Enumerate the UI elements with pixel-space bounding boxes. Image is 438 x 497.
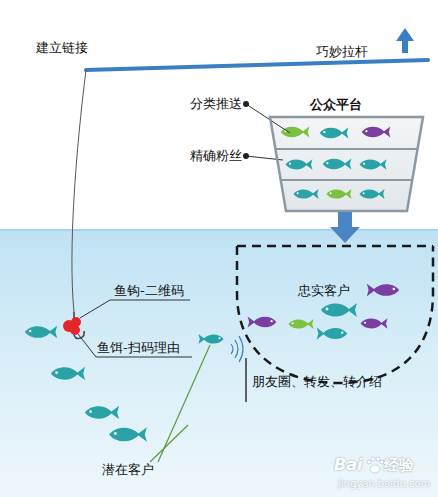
potential-customer-lines — [150, 345, 210, 462]
leader-line — [246, 104, 290, 133]
watermark-paw — [367, 457, 384, 473]
node-text: 忠实客户 — [298, 283, 378, 299]
water-surface — [0, 229, 438, 231]
leader-lines — [78, 104, 290, 402]
flow-arrow — [338, 212, 352, 227]
fish — [359, 189, 384, 199]
fish — [288, 319, 313, 329]
wave-arc — [231, 344, 233, 354]
callout-label: 精确粉丝 — [190, 148, 250, 164]
bracket-line — [245, 358, 247, 402]
bucket-outline — [237, 246, 433, 383]
sharing-label: 朋友圈、转发、转介绍 — [252, 374, 402, 390]
watermark: 经验 — [384, 456, 424, 474]
fish — [367, 284, 399, 297]
sound-waves — [231, 336, 243, 362]
fish — [293, 189, 318, 199]
fish — [281, 126, 310, 137]
basket-fill — [270, 117, 423, 211]
bait-blob — [70, 325, 80, 335]
leader-line — [150, 425, 188, 462]
fish — [361, 318, 388, 329]
basket-divider — [275, 148, 417, 150]
paw-toe — [380, 460, 384, 464]
fish — [326, 189, 351, 199]
paw-pad — [370, 465, 380, 473]
pull-label: 巧妙拉杆 — [316, 44, 386, 60]
leader-dot — [243, 153, 249, 159]
wave-arc — [235, 340, 238, 358]
leader-dot — [243, 101, 249, 107]
basket-divider — [281, 179, 413, 181]
paw-toe — [371, 457, 375, 461]
bait-label: 鱼饵-扫码理由 — [97, 340, 197, 356]
fishing-line — [72, 70, 86, 312]
link-label: 建立链接 — [36, 40, 106, 56]
watermark: Bai — [334, 455, 374, 474]
fish — [198, 334, 223, 344]
node-outline — [234, 243, 438, 388]
fish — [248, 316, 277, 327]
fish — [362, 126, 391, 137]
node-text: 公众平台 — [310, 97, 380, 113]
fish — [51, 367, 85, 380]
water — [0, 230, 438, 497]
fish — [286, 159, 313, 170]
customer-label: 潜在客户 — [102, 462, 172, 478]
fish — [320, 127, 349, 138]
fish — [25, 326, 57, 339]
node-outline — [262, 95, 428, 212]
leader-line — [158, 345, 210, 462]
up-arrow — [396, 28, 414, 53]
watermark: jingyan.baidu.com — [338, 478, 438, 490]
callout-label: 分类推送 — [190, 96, 250, 112]
fish — [317, 328, 348, 340]
bucket-fish — [248, 284, 400, 340]
leader-line — [80, 300, 190, 318]
fish — [85, 406, 119, 419]
customer-bucket: 忠实客户 — [234, 243, 438, 388]
platform-basket: 公众平台 — [262, 95, 428, 212]
wave-arc — [239, 336, 243, 362]
basket-fish — [281, 126, 391, 199]
basket-outline — [270, 117, 423, 211]
water-fish — [25, 326, 224, 442]
paw-toe — [376, 457, 380, 461]
fishing-rod — [86, 60, 428, 70]
paw-toe — [367, 460, 371, 464]
fish — [323, 158, 352, 169]
hook-label: 鱼钩-二维码 — [114, 283, 204, 299]
fish — [360, 159, 387, 170]
fish — [321, 303, 357, 317]
fish — [109, 427, 147, 442]
bait — [63, 317, 81, 335]
